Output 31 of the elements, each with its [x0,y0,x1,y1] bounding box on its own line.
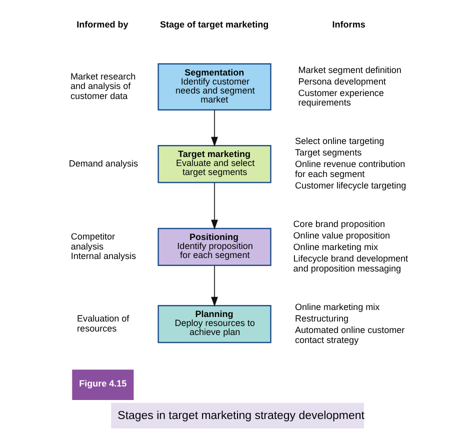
label: Online value proposition [292,230,390,241]
label: Online revenue contribution for each segment [294,159,405,180]
arrow [210,110,218,147]
label: Informed by [76,20,128,30]
label: Evaluation of resources [76,313,129,334]
label: Market segment definition [298,64,401,75]
caption: Stages in target marketing strategy development [117,410,364,422]
label: Lifecycle brand development and proposition messaging [292,254,408,274]
label: Customer experience requirements [298,88,384,108]
label: Demand analysis [68,158,138,168]
label: Restructuring [294,313,348,324]
label: Automated online customer contact strategy [294,324,404,345]
node-box: Target marketing Evaluate and select target segments [157,144,271,184]
label: Online marketing mix [292,242,378,252]
label: Stage of target marketing [159,20,268,30]
label: Online marketing mix [294,302,380,312]
label: Core brand proposition [292,219,385,230]
node-box: Planning Deploy resources to achieve plan [157,305,271,344]
label: Internal analysis [70,251,136,262]
label: Competitor analysis [70,231,114,252]
node-box: Segmentation Identify customer needs and segment market [157,63,271,110]
label: Figure 4.15 [78,378,126,388]
label: Target segments [294,148,362,158]
label: Informs [332,20,365,30]
arrow [210,182,218,230]
label: Select online targeting [294,136,384,146]
node-box: Positioning Identify proposition for each segment [157,228,271,266]
label: Market research and analysis of customer data [70,71,136,102]
label: Customer lifecycle targeting [294,180,406,191]
label: Persona development [298,76,386,86]
arrow [210,265,218,307]
